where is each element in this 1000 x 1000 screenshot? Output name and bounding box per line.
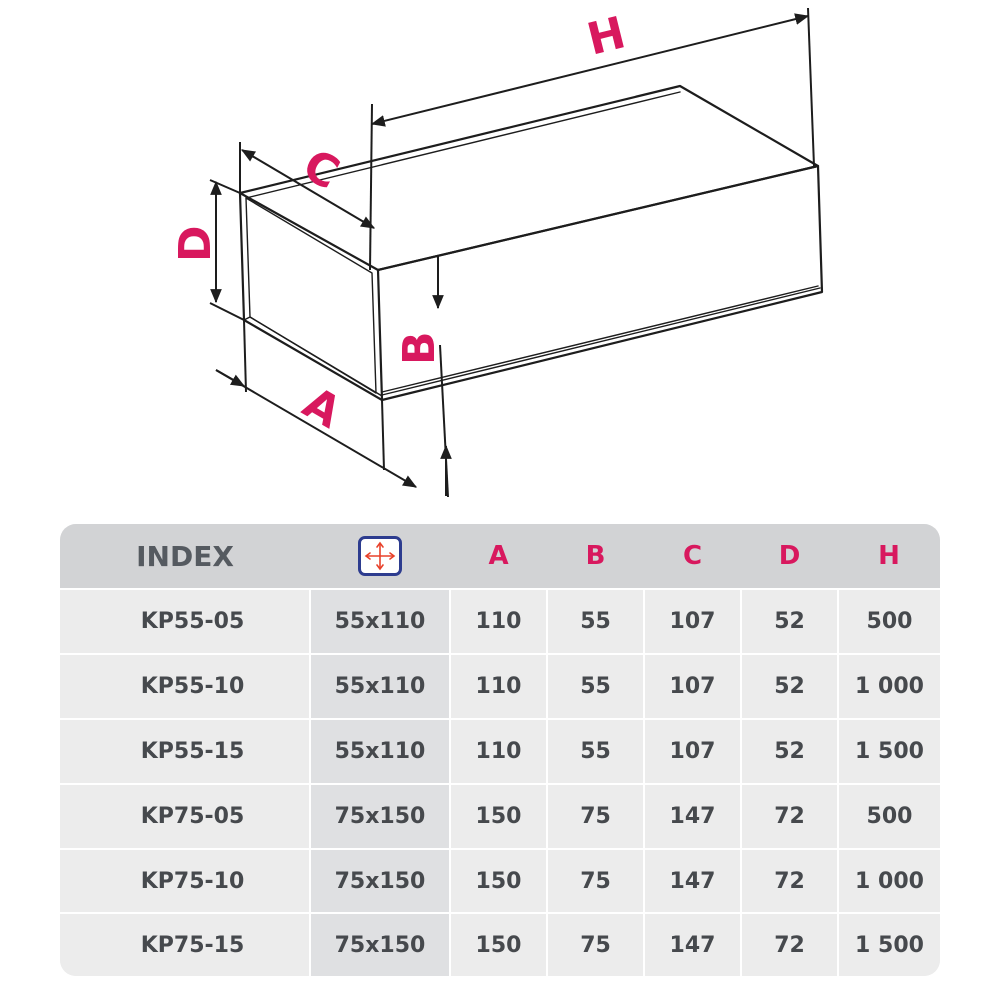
duct-bottom-edge: [381, 285, 819, 393]
resize-arrows-icon: [358, 536, 402, 576]
cell-size: 55x110: [309, 717, 450, 784]
cell-index: KP75-05: [60, 782, 310, 849]
cell-a: 150: [449, 847, 547, 914]
a-dimension-line: [215, 369, 418, 488]
cell-h: 500: [837, 588, 940, 654]
cell-h: 1 500: [837, 912, 940, 976]
d-extension-top: [209, 179, 241, 194]
table-row: KP55-10 55x110 110 55 107 52 1 000: [60, 652, 940, 719]
cell-a: 150: [449, 782, 547, 849]
a-extension-right: [381, 399, 385, 471]
cell-size: 55x110: [309, 588, 450, 654]
table-row: KP75-05 75x150 150 75 147 72 500: [60, 782, 940, 849]
dim-label-a: A: [295, 377, 350, 438]
cell-a: 110: [449, 717, 547, 784]
cell-index: KP75-10: [60, 847, 310, 914]
cell-d: 52: [740, 717, 838, 784]
cell-h: 1 000: [837, 847, 940, 914]
h-dimension-line: [370, 13, 810, 127]
d-extension-bottom: [209, 302, 245, 321]
dim-label-d: D: [170, 225, 221, 262]
cell-index: KP55-15: [60, 717, 310, 784]
header-d: D: [741, 524, 838, 589]
dimension-lines: [209, 7, 815, 498]
cell-size: 75x150: [309, 847, 450, 914]
cell-c: 147: [643, 847, 741, 914]
cell-h: 500: [837, 782, 940, 849]
cell-index: KP55-10: [60, 652, 310, 719]
cell-d: 52: [740, 652, 838, 719]
cell-b: 75: [546, 847, 644, 914]
table-row: KP75-15 75x150 150 75 147 72 1 500: [60, 912, 940, 976]
cell-d: 72: [740, 847, 838, 914]
cell-c: 147: [643, 912, 741, 976]
cell-size: 75x150: [309, 782, 450, 849]
duct-dimension-diagram: H C D B A: [170, 7, 824, 498]
a-extension-left: [243, 319, 247, 393]
duct-end-face: [238, 191, 384, 402]
cell-b: 55: [546, 652, 644, 719]
duct-body: [238, 84, 824, 402]
table-row: KP55-05 55x110 110 55 107 52 500: [60, 588, 940, 654]
cell-h: 1 000: [837, 652, 940, 719]
h-extension-right: [807, 7, 815, 167]
cell-index: KP75-15: [60, 912, 310, 976]
cell-c: 107: [643, 652, 741, 719]
cell-d: 72: [740, 912, 838, 976]
dim-label-b: B: [394, 331, 445, 365]
table-row: KP55-15 55x110 110 55 107 52 1 500: [60, 717, 940, 784]
cell-a: 110: [449, 652, 547, 719]
duct-front-face: [376, 164, 824, 402]
table-row: KP75-10 75x150 150 75 147 72 1 000: [60, 847, 940, 914]
cell-h: 1 500: [837, 717, 940, 784]
cell-size: 55x110: [309, 652, 450, 719]
cell-d: 72: [740, 782, 838, 849]
header-c: C: [644, 524, 741, 589]
duct-wall-lines: [243, 91, 821, 397]
a-dimension-tick-left: [215, 369, 246, 387]
duct-spec-table: INDEX: [60, 524, 940, 976]
header-size-icon: [310, 524, 450, 589]
cell-c: 147: [643, 782, 741, 849]
header-a: A: [450, 524, 547, 589]
header-index: INDEX: [60, 524, 310, 589]
header-b: B: [547, 524, 644, 589]
cell-b: 75: [546, 912, 644, 976]
cell-c: 107: [643, 588, 741, 654]
cell-c: 107: [643, 717, 741, 784]
c-dimension-line: [240, 149, 376, 229]
h-extension-left: [369, 103, 373, 271]
cell-a: 150: [449, 912, 547, 976]
cell-d: 52: [740, 588, 838, 654]
cell-size: 75x150: [309, 912, 450, 976]
dim-label-h: H: [582, 7, 630, 65]
cell-a: 110: [449, 588, 547, 654]
table-header-row: INDEX: [60, 524, 940, 589]
cell-index: KP55-05: [60, 588, 310, 654]
cell-b: 75: [546, 782, 644, 849]
header-h: H: [838, 524, 940, 589]
cell-b: 55: [546, 588, 644, 654]
cell-b: 55: [546, 717, 644, 784]
